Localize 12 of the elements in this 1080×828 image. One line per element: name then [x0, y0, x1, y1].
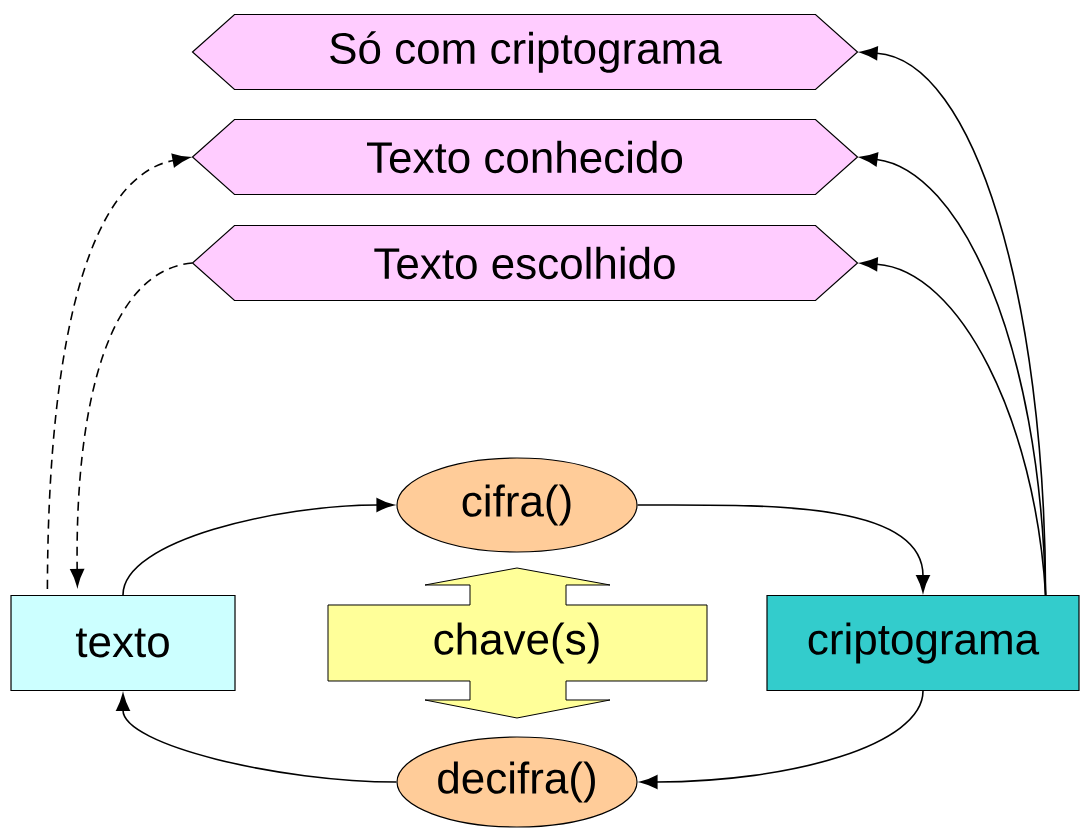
arrow	[860, 257, 1047, 596]
arrow	[122, 498, 394, 596]
arrow	[636, 504, 930, 593]
arrow	[640, 690, 924, 789]
hexagon-banner: Só com criptograma	[191, 13, 859, 91]
process-box: texto	[10, 594, 236, 692]
arrow	[116, 693, 398, 783]
arrow	[46, 153, 190, 590]
hexagon-banner: Texto conhecido	[191, 118, 859, 196]
hexagon-banner: Texto escolhido	[191, 224, 859, 302]
arrow	[70, 262, 194, 587]
process-box: criptograma	[766, 594, 1080, 692]
